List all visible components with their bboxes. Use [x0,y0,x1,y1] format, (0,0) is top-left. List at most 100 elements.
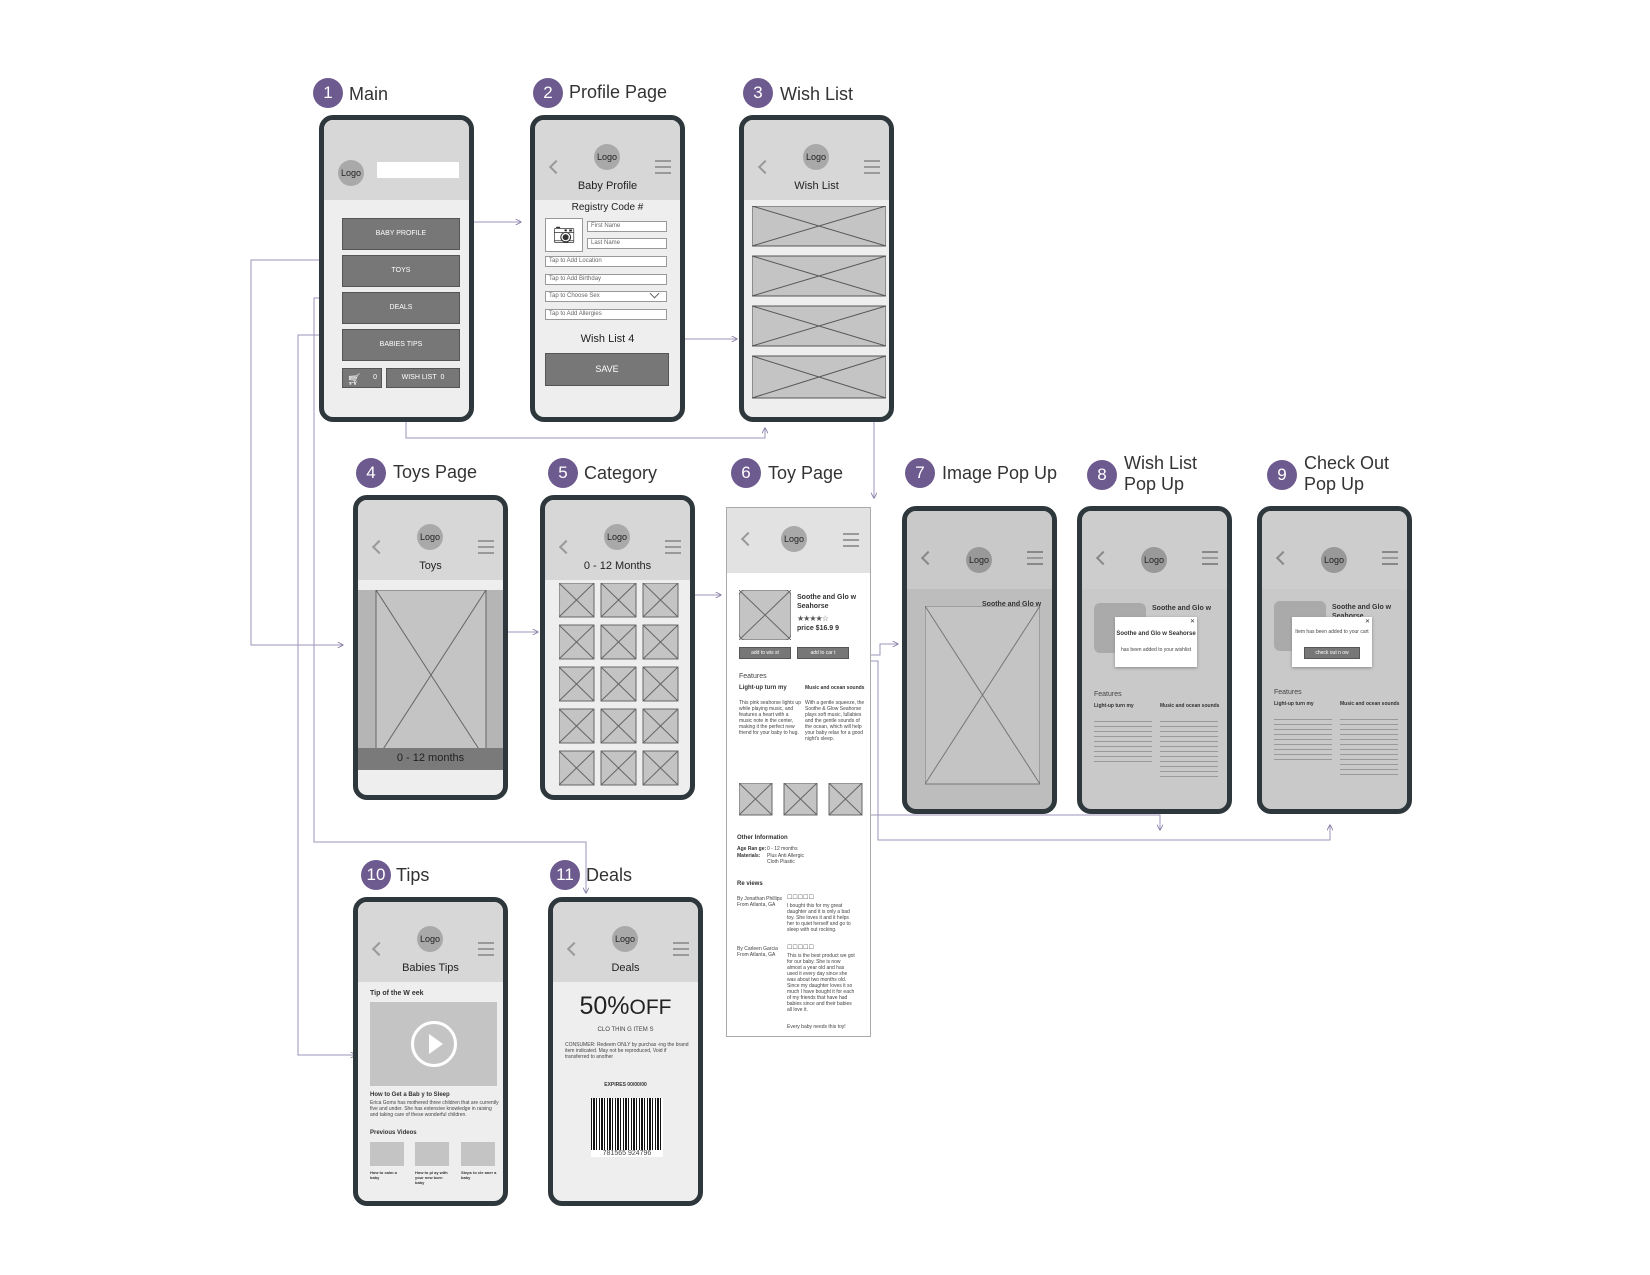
feature-2-text: With a gentle squeeze, the Soothe & Glow… [805,700,865,742]
menu-icon[interactable] [843,533,859,547]
birthday-field[interactable]: Tap to Add Birthday [545,274,667,285]
feature-2-text [1340,715,1398,775]
video-description: Erica Goms has mothered three children t… [370,1100,499,1118]
camera-icon[interactable]: 📷︎ [545,218,583,252]
enlarged-product-image[interactable] [925,606,1040,786]
sex-select[interactable]: Tap to Choose Sex [545,291,667,302]
feature-1-text [1094,717,1152,765]
screen-title-toys: Toys Page [393,462,478,482]
rating-stars: ★★★★☆ [797,614,829,623]
checkout-popup-dialog: ✕ Item has been added to your cart check… [1292,617,1372,667]
menu-icon[interactable] [1027,551,1043,565]
thumbnail-row[interactable] [739,783,863,817]
barcode-icon [591,1098,663,1150]
page-title: Baby Profile [577,180,638,192]
screen-title-category: Category [584,463,658,483]
menu-icon[interactable] [673,942,689,956]
materials-value: Plus Anti Allergic Cloth Plastic [767,853,804,865]
add-to-wishlist-button[interactable]: add to wis st [739,647,791,659]
features-heading: Features [1094,691,1122,698]
last-name-field[interactable]: Last Name [587,238,667,249]
review-2-stars: ☐☐☐☐☐ [787,945,814,951]
screen-title-profile: Profile Page [569,82,668,102]
screen-title-checkout-popup-line1: Check Out [1304,453,1390,473]
step-number-toy-page: 6 [731,458,761,488]
video-player[interactable] [370,1002,497,1086]
step-number-tips: 10 [361,860,391,890]
toys-button[interactable]: TOYS [342,255,460,287]
product-image[interactable] [739,590,791,640]
first-name-field[interactable]: First Name [587,221,667,232]
deals-button[interactable]: DEALS [342,292,460,324]
search-input[interactable] [377,162,459,178]
category-grid[interactable] [559,583,681,791]
step-number-main: 1 [313,78,343,108]
cart-button[interactable]: 🛒︎ 0 [342,368,382,388]
toy-carousel-image[interactable] [358,590,503,770]
page-title: Deals [611,962,640,974]
babies-tips-button[interactable]: BABIES TIPS [342,329,460,361]
allergies-field[interactable]: Tap to Add Allergies [545,309,667,320]
registry-code: Registry Code # [571,202,644,213]
feature-1-text: This pink seahorse lights up while playi… [739,700,801,736]
feature-1-title: Light-up turn my [1094,703,1134,709]
feature-1-title: Light-up turn my [739,685,787,691]
menu-icon[interactable] [655,160,671,174]
materials-label: Materials: [737,853,761,859]
previous-video-thumb-3[interactable] [461,1142,495,1166]
discount-headline: 50%OFF [553,992,698,1021]
product-name: Soothe and Glo w Seahorse [797,594,857,610]
wish-list-button[interactable]: WISH LIST 0 [386,368,460,388]
clothing-items-label: CLO THIN G ITEM S [597,1027,654,1033]
feature-2-text [1160,717,1218,777]
menu-icon[interactable] [665,540,681,554]
step-number-category: 5 [548,458,578,488]
phone-checkout-popup: Logo Soothe and Glo w Seahorse ✕ Item ha… [1257,506,1412,814]
connector-image-popup [868,644,898,656]
age-caption: 0 - 12 months [396,752,465,764]
video-title: How to Get a Bab y to Sleep [370,1092,450,1098]
phone-image-popup: Logo Soothe and Glo w [902,506,1057,814]
review-1-stars: ☐☐☐☐☐ [787,895,814,901]
review-2-author: By Carleen Garcia From Atlanta, GA [737,946,778,958]
previous-video-label-2: How to pl ay with your new born baby [415,1170,448,1185]
review-1-author: By Jonathan Phillips From Atlanta, GA [737,896,783,908]
checkout-now-button[interactable]: check out n ow [1304,647,1360,659]
close-icon[interactable]: ✕ [1189,619,1195,625]
page-title: Babies Tips [402,962,459,974]
play-icon[interactable] [411,1021,457,1067]
product-name: Soothe and Glo w Seahorse [1332,604,1392,620]
previous-video-thumb-2[interactable] [415,1142,449,1166]
step-number-checkout-popup: 9 [1267,460,1297,490]
feature-2-title: Music and ocean sounds [1340,701,1400,707]
menu-icon[interactable] [864,160,880,174]
review-1-text: I bought this for my great daughter and … [787,903,851,933]
save-button[interactable]: SAVE [545,353,669,386]
step-number-wishlist-popup: 8 [1087,460,1117,490]
menu-icon[interactable] [1202,551,1218,565]
location-field[interactable]: Tap to Add Location [545,256,667,267]
baby-profile-button[interactable]: BABY PROFILE [342,218,460,250]
popup-message: has been added to your wishlist [1120,647,1192,653]
logo: Logo [594,144,620,170]
feature-2-title: Music and ocean sounds [805,685,865,691]
wish-list-link[interactable]: Wish List 4 [580,333,635,345]
feature-2-title: Music and ocean sounds [1160,703,1220,709]
feature-1-title: Light-up turn my [1274,701,1314,707]
menu-icon[interactable] [478,942,494,956]
logo: Logo [1141,547,1167,573]
tip-of-week-label: Tip of the W eek [370,990,424,997]
product-name: Soothe and Glo w [1152,605,1212,612]
wish-list-items[interactable] [752,206,886,402]
step-number-profile: 2 [533,78,563,108]
phone-category: Logo 0 - 12 Months [540,495,695,800]
menu-icon[interactable] [1382,551,1398,565]
barcode-number: 781565 924796 [591,1150,663,1157]
close-icon[interactable]: ✕ [1364,619,1370,625]
previous-video-thumb-1[interactable] [370,1142,404,1166]
logo: Logo [338,160,364,186]
phone-profile: Logo Baby Profile Registry Code # 📷︎ Fir… [530,115,685,422]
page-title: 0 - 12 Months [583,560,652,572]
add-to-cart-button[interactable]: add to car t [797,647,849,659]
menu-icon[interactable] [478,540,494,554]
